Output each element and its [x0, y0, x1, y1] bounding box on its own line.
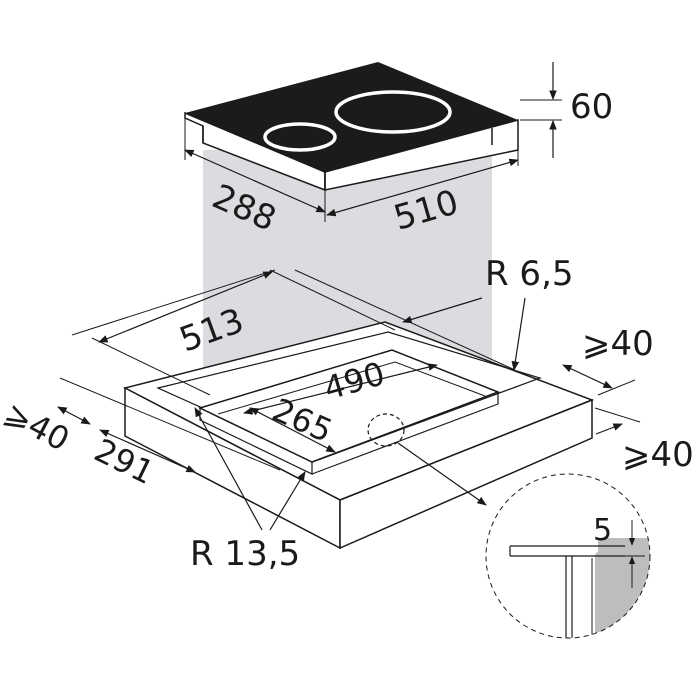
- dimension-hob-thickness: 60: [520, 62, 613, 158]
- annotation-corner-radius-small: R 6,5: [294, 254, 574, 371]
- worktop-right-face: [339, 398, 593, 550]
- label-corner-radius-small: R 6,5: [485, 254, 574, 294]
- label-rebate-depth: 5: [593, 513, 612, 548]
- dimension-clearance-front: ⩾40: [0, 394, 91, 459]
- label-clearance-front: ⩾40: [0, 394, 76, 459]
- label-clearance-side: ⩾40: [622, 435, 694, 475]
- dimension-clearance-side: ⩾40: [594, 407, 694, 475]
- label-hob-thickness: 60: [570, 87, 613, 127]
- cooking-zone-large: [334, 90, 452, 134]
- rebate-detail: 5: [485, 473, 651, 639]
- label-corner-radius-large: R 13,5: [190, 534, 300, 574]
- dimension-clearance-right: ⩾40: [562, 324, 654, 396]
- annotation-corner-radius-large: R 13,5: [190, 407, 306, 574]
- label-clearance-right: ⩾40: [582, 324, 654, 364]
